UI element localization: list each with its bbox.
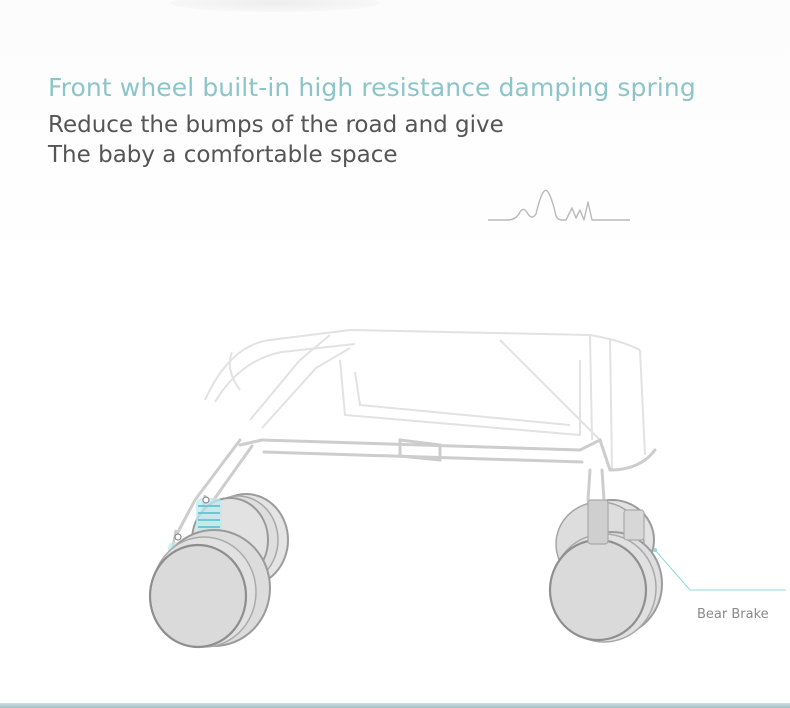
pulse-wave-icon (488, 189, 630, 221)
rear-wheel-front (548, 499, 663, 643)
feature-headline: Front wheel built-in high resistance dam… (48, 73, 696, 102)
feature-description-line-2: The baby a comfortable space (48, 142, 398, 168)
feature-description-line-1: Reduce the bumps of the road and give (48, 112, 504, 138)
bottom-accent-bar (0, 703, 790, 708)
brake-label: Bear Brake (697, 607, 769, 622)
brake-callout (653, 548, 786, 591)
front-wheel-front (148, 529, 271, 649)
stroller-frame-outline (204, 328, 646, 471)
top-shadow (170, 0, 380, 12)
